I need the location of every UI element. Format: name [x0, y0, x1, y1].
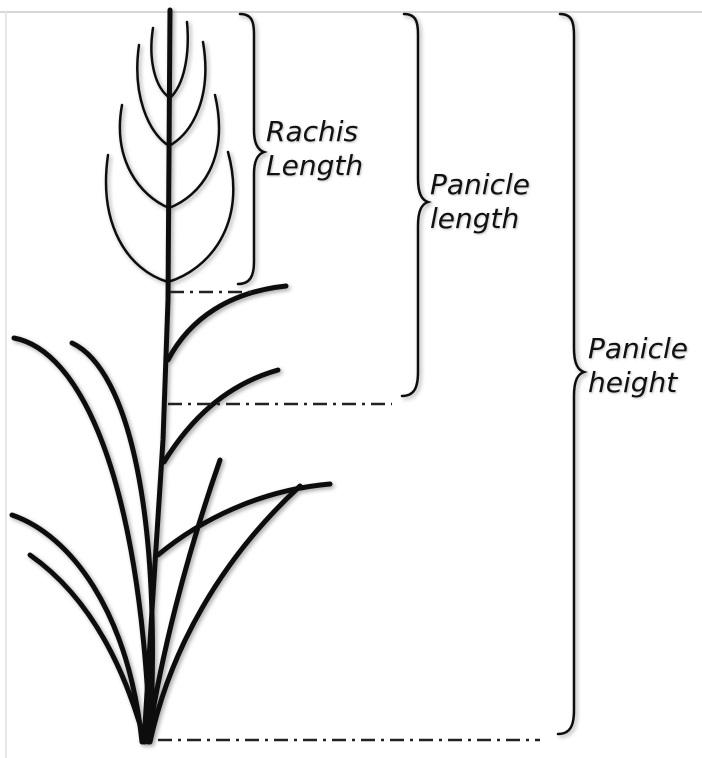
- panicle-height-label-line2: height: [588, 366, 688, 400]
- leaf: [30, 555, 145, 742]
- panicle-height-label-line1: Panicle: [588, 332, 688, 366]
- rachis-length-brace: [238, 14, 264, 284]
- leaf: [168, 286, 286, 360]
- leaf: [164, 370, 278, 462]
- rachis-branch: [169, 95, 219, 208]
- panicle-length-label: Panicle length: [430, 168, 530, 236]
- rachis-length-label: Rachis Length: [266, 115, 363, 183]
- panicle-height-brace: [558, 14, 584, 734]
- rachis-length-label-line1: Rachis: [266, 115, 363, 149]
- rachis-branch: [120, 105, 169, 208]
- panicle-length-label-line1: Panicle: [430, 168, 530, 202]
- panicle-length-brace: [402, 14, 428, 396]
- rachis-branch: [106, 155, 168, 282]
- rachis-branch: [168, 152, 233, 282]
- panicle-length-label-line2: length: [430, 202, 530, 236]
- leaves: [12, 286, 330, 742]
- rachis-branch: [170, 22, 188, 98]
- rachis-length-label-line2: Length: [266, 149, 363, 183]
- panicle-height-label: Panicle height: [588, 332, 688, 400]
- leaf: [12, 515, 142, 742]
